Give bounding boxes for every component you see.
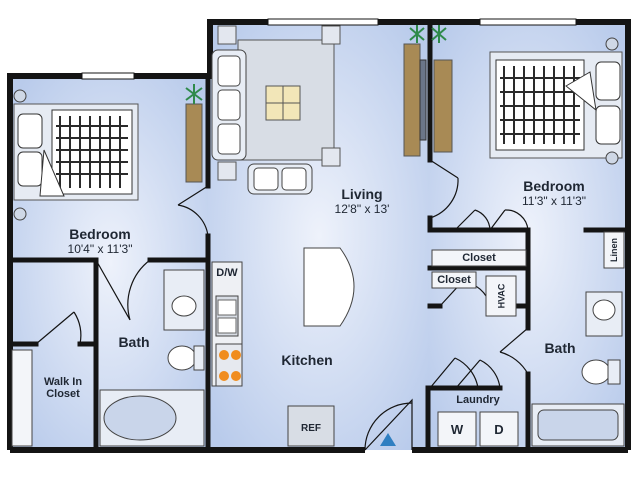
- walk-in-closet-label: Walk In Closet: [34, 376, 92, 400]
- kitchen-label: Kitchen: [281, 352, 333, 368]
- dresser-left: [185, 103, 203, 183]
- laundry-fixtures: [437, 411, 519, 447]
- bath-right-fixtures: [531, 291, 625, 447]
- closet-bottom-label: Closet: [437, 274, 471, 286]
- linen-text: Linen: [609, 238, 619, 262]
- exterior-walls: [7, 19, 631, 453]
- closet-fixtures: [11, 231, 625, 447]
- living-room-name: Living: [341, 186, 383, 202]
- bath-left-label: Bath: [118, 334, 150, 350]
- dresser-right: [433, 59, 453, 153]
- dishwasher-label: D/W: [216, 267, 238, 279]
- plant-icon: [431, 25, 447, 43]
- hvac-label: HVAC: [486, 276, 516, 316]
- dryer-label: D: [494, 421, 504, 437]
- living-furniture: [211, 25, 427, 195]
- nightstand-lamp-icon: [13, 207, 27, 221]
- bed-right: [489, 51, 623, 159]
- living-room-dims: 12'8" x 13': [334, 202, 390, 216]
- bedroom-right-label: Bedroom 11'3" x 11'3": [494, 178, 614, 208]
- nightstand-lamp-icon: [13, 89, 27, 103]
- plant-icon: [409, 25, 425, 43]
- bath-right-label: Bath: [544, 340, 576, 356]
- bedroom-right-name: Bedroom: [523, 178, 585, 194]
- bed-left: [13, 103, 139, 201]
- linen-label: Linen: [604, 232, 624, 268]
- living-room-label: Living 12'8" x 13': [302, 186, 422, 216]
- bedroom-left-name: Bedroom: [69, 226, 131, 242]
- walk-in-closet-line2: Closet: [46, 388, 80, 400]
- bedroom-left-dims: 10'4" x 11'3": [67, 242, 133, 256]
- washer-label: W: [450, 421, 464, 437]
- bath-left-fixtures: [99, 269, 205, 447]
- refrigerator-label: REF: [301, 422, 321, 434]
- kitchen-fixtures: [211, 247, 355, 447]
- interior-walls: [7, 19, 631, 453]
- closet-top-label: Closet: [462, 252, 496, 264]
- nightstand-lamp-icon: [605, 151, 619, 165]
- plant-icon: [185, 84, 203, 104]
- windows: [81, 18, 577, 80]
- bedroom-left-label: Bedroom 10'4" x 11'3": [40, 226, 160, 256]
- walk-in-closet-line1: Walk In: [43, 376, 83, 388]
- hvac-text: HVAC: [496, 283, 506, 309]
- bedroom-right-dims: 11'3" x 11'3": [521, 194, 587, 208]
- laundry-label: Laundry: [456, 394, 500, 406]
- nightstand-lamp-icon: [605, 37, 619, 51]
- entry-arrow-icon: [380, 433, 396, 446]
